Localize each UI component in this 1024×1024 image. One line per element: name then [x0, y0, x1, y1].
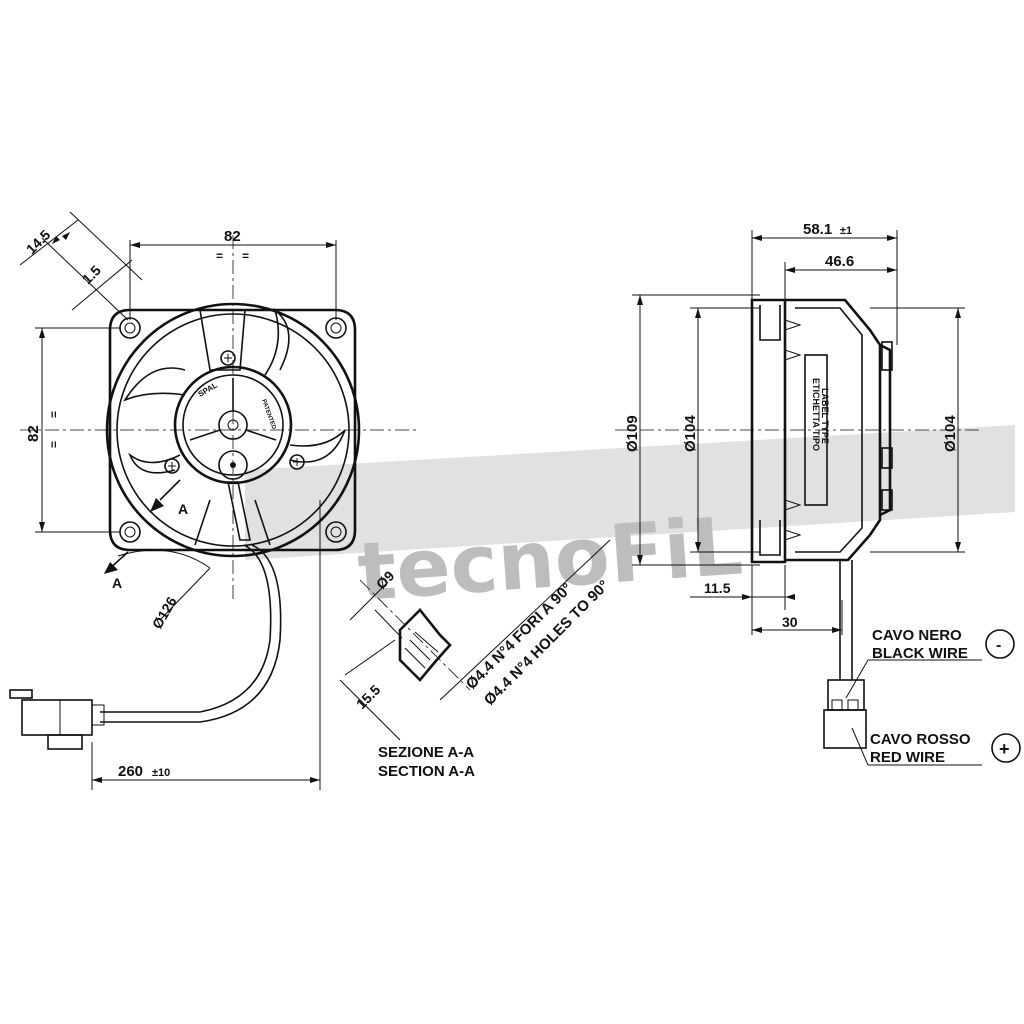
watermark: tecnoFiL: [245, 425, 1015, 619]
cable-exit: [227, 481, 251, 541]
dim-d104-left-value: Ø104: [682, 415, 699, 452]
dim-30: 30: [751, 600, 843, 635]
cable-outer: [100, 544, 272, 713]
dim-depth-value: 15.5: [353, 681, 384, 712]
fan-inner-ring: [116, 313, 350, 547]
dim-flange-thickness-value: 1.5: [79, 262, 104, 287]
motor-housing: [785, 298, 882, 562]
section-hatching: [404, 631, 439, 669]
svg-text:-: -: [996, 637, 1001, 654]
section-profile: [398, 608, 452, 682]
dim-outer-diameter: Ø126: [117, 549, 211, 632]
dim-body-depth: 46.6: [784, 253, 898, 345]
patented-text: PATENTED: [260, 399, 277, 431]
section-centerline: [359, 579, 471, 691]
label-text-it: ETICHETTA TIPO: [811, 378, 821, 451]
dim-d104-right: Ø104: [870, 307, 965, 553]
side-connector: [823, 679, 867, 749]
side-view: ETICHETTA TIPO LABEL TYPE 58.1 ±1: [615, 221, 1021, 766]
dim-top-width-value: 82: [224, 228, 241, 245]
section-title-it: SEZIONE A-A: [378, 744, 474, 761]
connector: [9, 689, 105, 750]
section-markers: A A: [104, 479, 188, 591]
side-flange: [750, 298, 787, 564]
fan-outer-ring: [105, 302, 361, 558]
wire-red-en: RED WIRE: [870, 749, 945, 766]
dim-cable-length-tol: ±10: [152, 767, 170, 779]
fan-blades: [123, 307, 346, 546]
hub-shaft: [227, 419, 239, 431]
wire-black-en: BLACK WIRE: [872, 645, 968, 662]
wire-black-it: CAVO NERO: [872, 627, 962, 644]
svg-text:=: =: [242, 249, 249, 263]
dim-total-depth-tol: ±1: [840, 225, 852, 237]
wire-red-it: CAVO ROSSO: [870, 731, 971, 748]
dim-flange-width-value: 14.5: [23, 226, 54, 257]
cable-inner: [100, 544, 282, 723]
dim-30-value: 30: [782, 614, 798, 630]
section-mark-upper: A: [178, 501, 188, 517]
svg-text:=: =: [47, 441, 61, 448]
svg-text:+: +: [999, 739, 1010, 759]
positive-symbol: [991, 733, 1021, 763]
dim-top-width: 82 = =: [129, 228, 337, 320]
fan-hub: [173, 365, 293, 485]
negative-symbol: [985, 629, 1015, 659]
dim-total-depth-value: 58.1: [803, 221, 832, 238]
section-title-en: SECTION A-A: [378, 763, 475, 780]
label-box: [804, 354, 828, 506]
wire-red-callout: CAVO ROSSO RED WIRE +: [851, 727, 1021, 766]
svg-text:=: =: [47, 411, 61, 418]
dim-d104-right-value: Ø104: [942, 415, 959, 452]
section-mark-lower: A: [112, 575, 122, 591]
dim-d104-left: Ø104: [682, 307, 760, 553]
hub-screws: [164, 350, 305, 474]
dim-d109-value: Ø109: [624, 415, 641, 452]
dim-outer-diameter-value: Ø126: [149, 594, 180, 632]
label-text-en: LABEL TYPE: [820, 388, 830, 444]
wire-black-callout: CAVO NERO BLACK WIRE -: [845, 627, 1015, 699]
dim-body-depth-value: 46.6: [825, 253, 854, 270]
dim-total-depth: 58.1 ±1: [751, 221, 898, 345]
dim-11-5-value: 11.5: [704, 580, 731, 596]
dim-left-height: 82 = =: [25, 327, 120, 533]
side-serrations: [784, 319, 802, 541]
dim-d109: Ø109: [624, 294, 760, 566]
hub-inner-ring: [182, 374, 284, 476]
connector-boss: [218, 450, 248, 480]
dim-flange: 14.5 1.5: [19, 211, 143, 321]
svg-text:=: =: [216, 249, 223, 263]
dim-cable-length: 260 ±10: [91, 500, 321, 790]
spal-logo-text: SPAL: [197, 381, 220, 399]
dim-left-height-value: 82: [25, 425, 42, 442]
mounting-flange: [108, 308, 357, 552]
motor-cap: [879, 343, 892, 517]
dim-cable-length-value: 260: [118, 763, 143, 780]
